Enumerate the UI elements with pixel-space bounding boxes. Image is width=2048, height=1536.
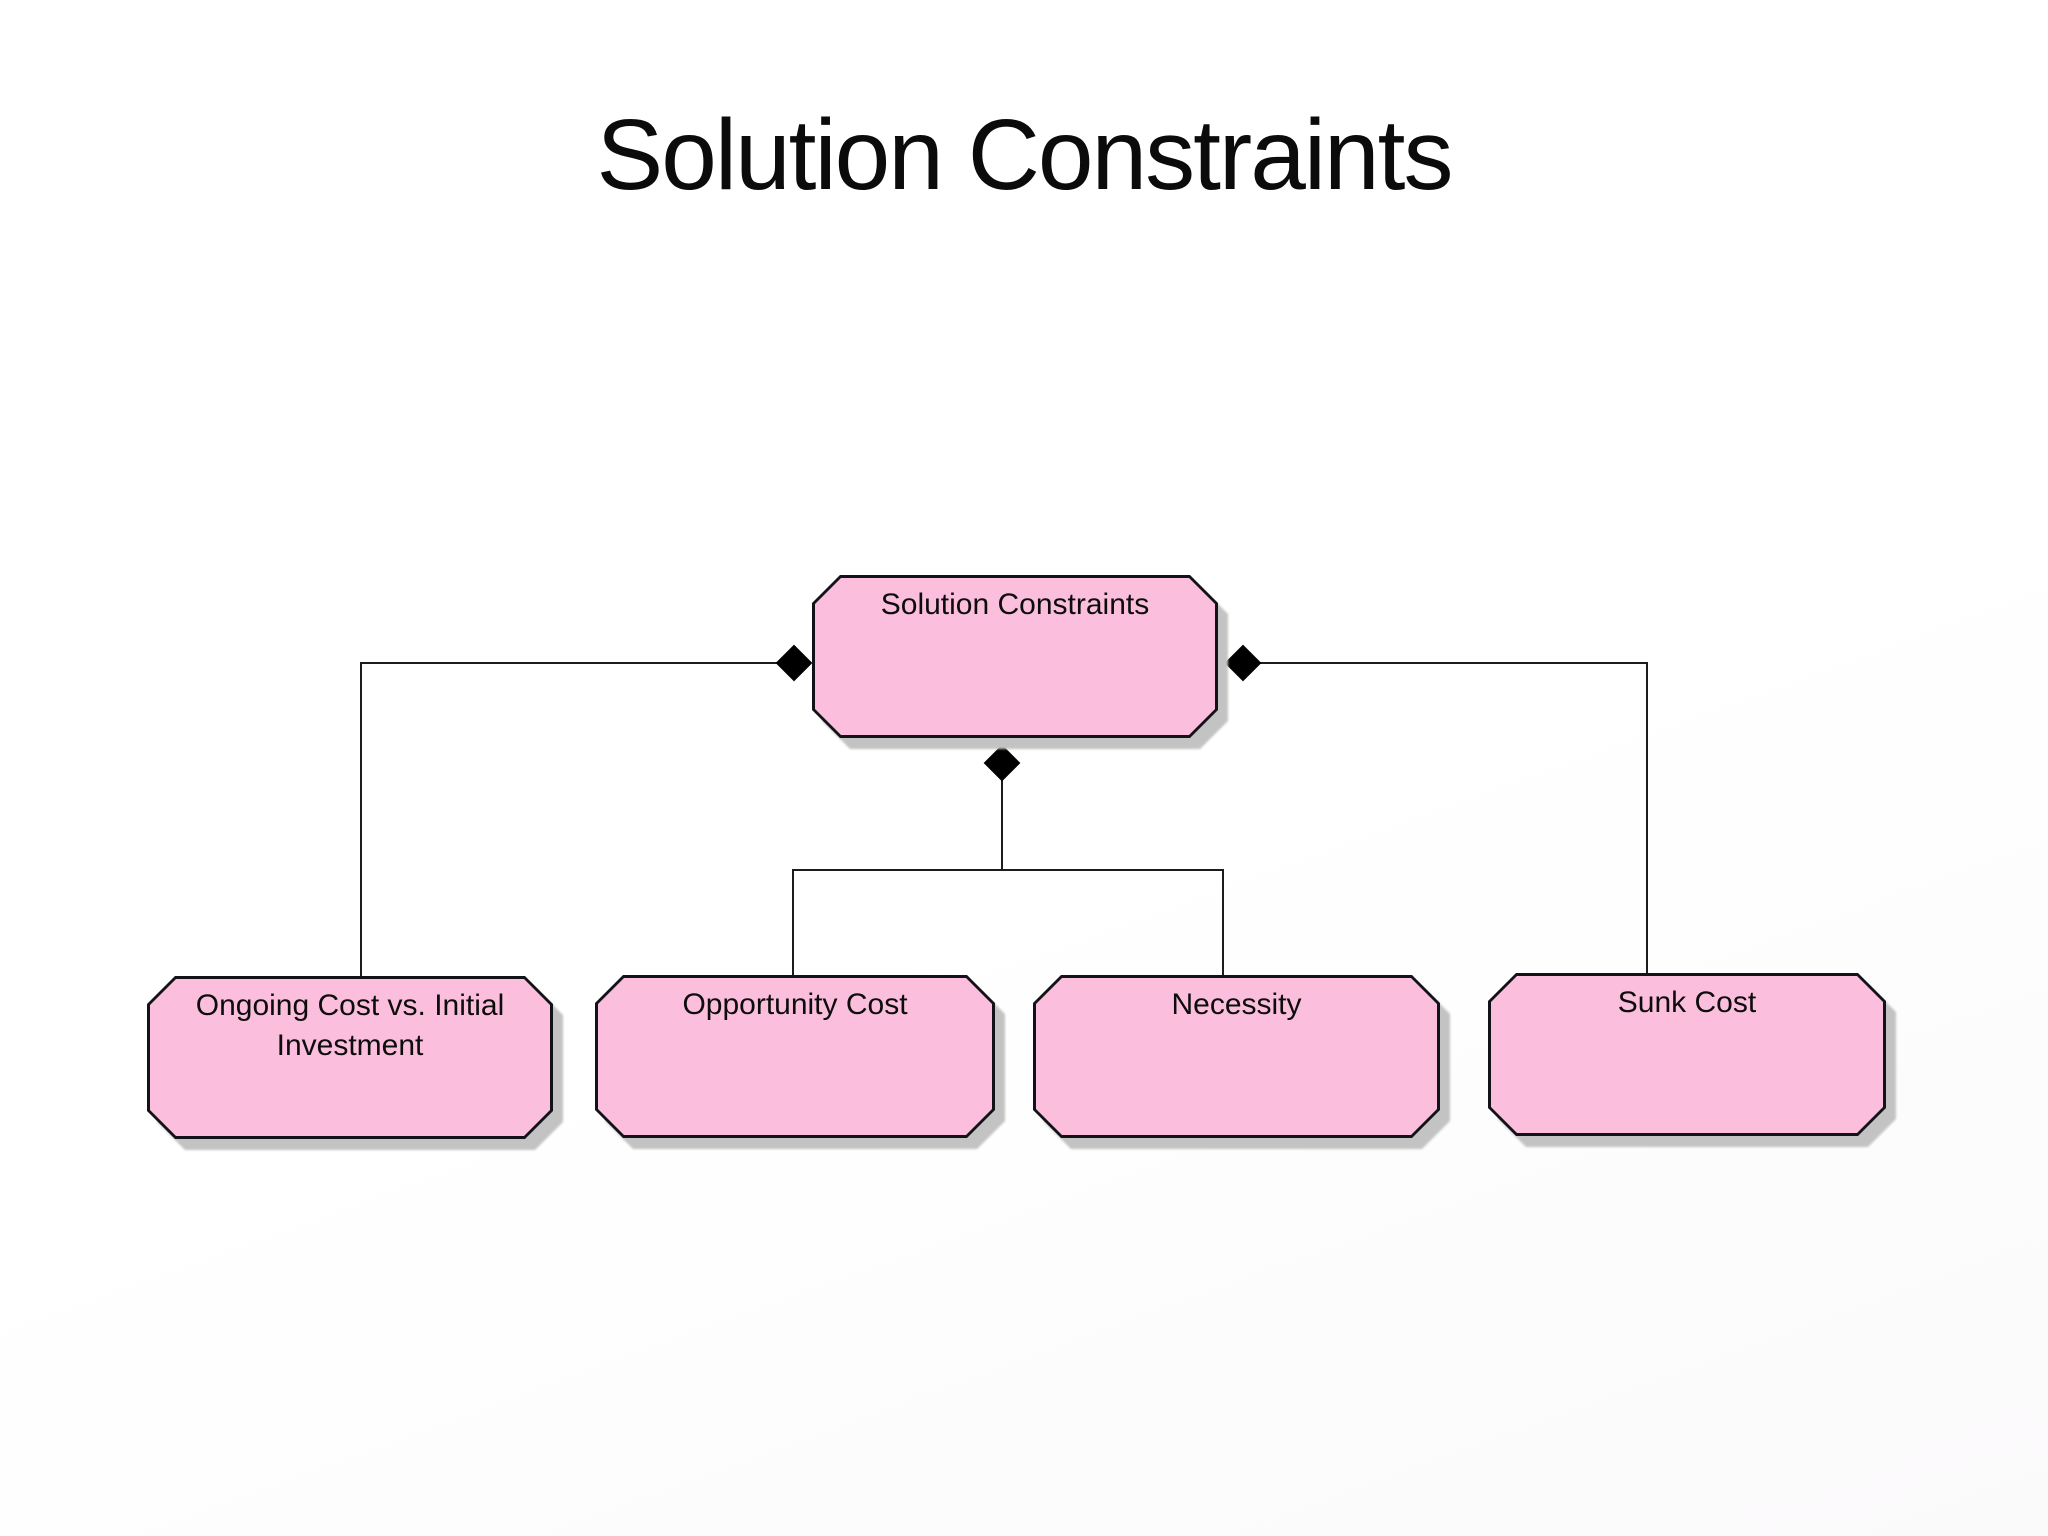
node-label-opportunity-cost: Opportunity Cost	[682, 988, 908, 1021]
node-ongoing-cost-vs-initial-investment: Ongoing Cost vs. Initial Investment	[147, 976, 553, 1139]
node-label-ongoing-cost-vs-initial-investment: Ongoing Cost vs. Initial Investment	[195, 989, 505, 1062]
connector-line-root-to-child1-horizontal	[360, 662, 785, 664]
connector-line-to-child2-vertical	[792, 869, 794, 976]
connector-line-root-to-child4-horizontal	[1252, 662, 1648, 664]
node-opportunity-cost: Opportunity Cost	[595, 975, 995, 1138]
node-label-solution-constraints: Solution Constraints	[880, 588, 1150, 621]
node-fill	[815, 578, 1215, 735]
node-fill	[1491, 976, 1883, 1133]
composition-diamond-icon-bottom	[983, 744, 1021, 782]
connector-line-root-bottom-stem	[1001, 772, 1003, 871]
node-fill	[1036, 978, 1437, 1135]
slide-title: Solution Constraints	[596, 99, 1454, 211]
connector-line-bottom-split-horizontal	[792, 869, 1224, 871]
node-sunk-cost: Sunk Cost	[1488, 973, 1886, 1136]
composition-diamond-icon-left	[775, 644, 813, 682]
node-fill	[598, 978, 992, 1135]
node-necessity: Necessity	[1033, 975, 1440, 1138]
node-fill	[150, 979, 550, 1136]
node-solution-constraints: Solution Constraints	[812, 575, 1218, 738]
connector-line-to-child3-vertical	[1222, 869, 1224, 976]
node-label-sunk-cost: Sunk Cost	[1617, 986, 1757, 1019]
connector-line-root-to-child4-vertical	[1646, 662, 1648, 974]
connector-line-root-to-child1-vertical	[360, 662, 362, 977]
composition-diamond-icon-right	[1224, 644, 1262, 682]
node-label-necessity: Necessity	[1171, 988, 1302, 1021]
